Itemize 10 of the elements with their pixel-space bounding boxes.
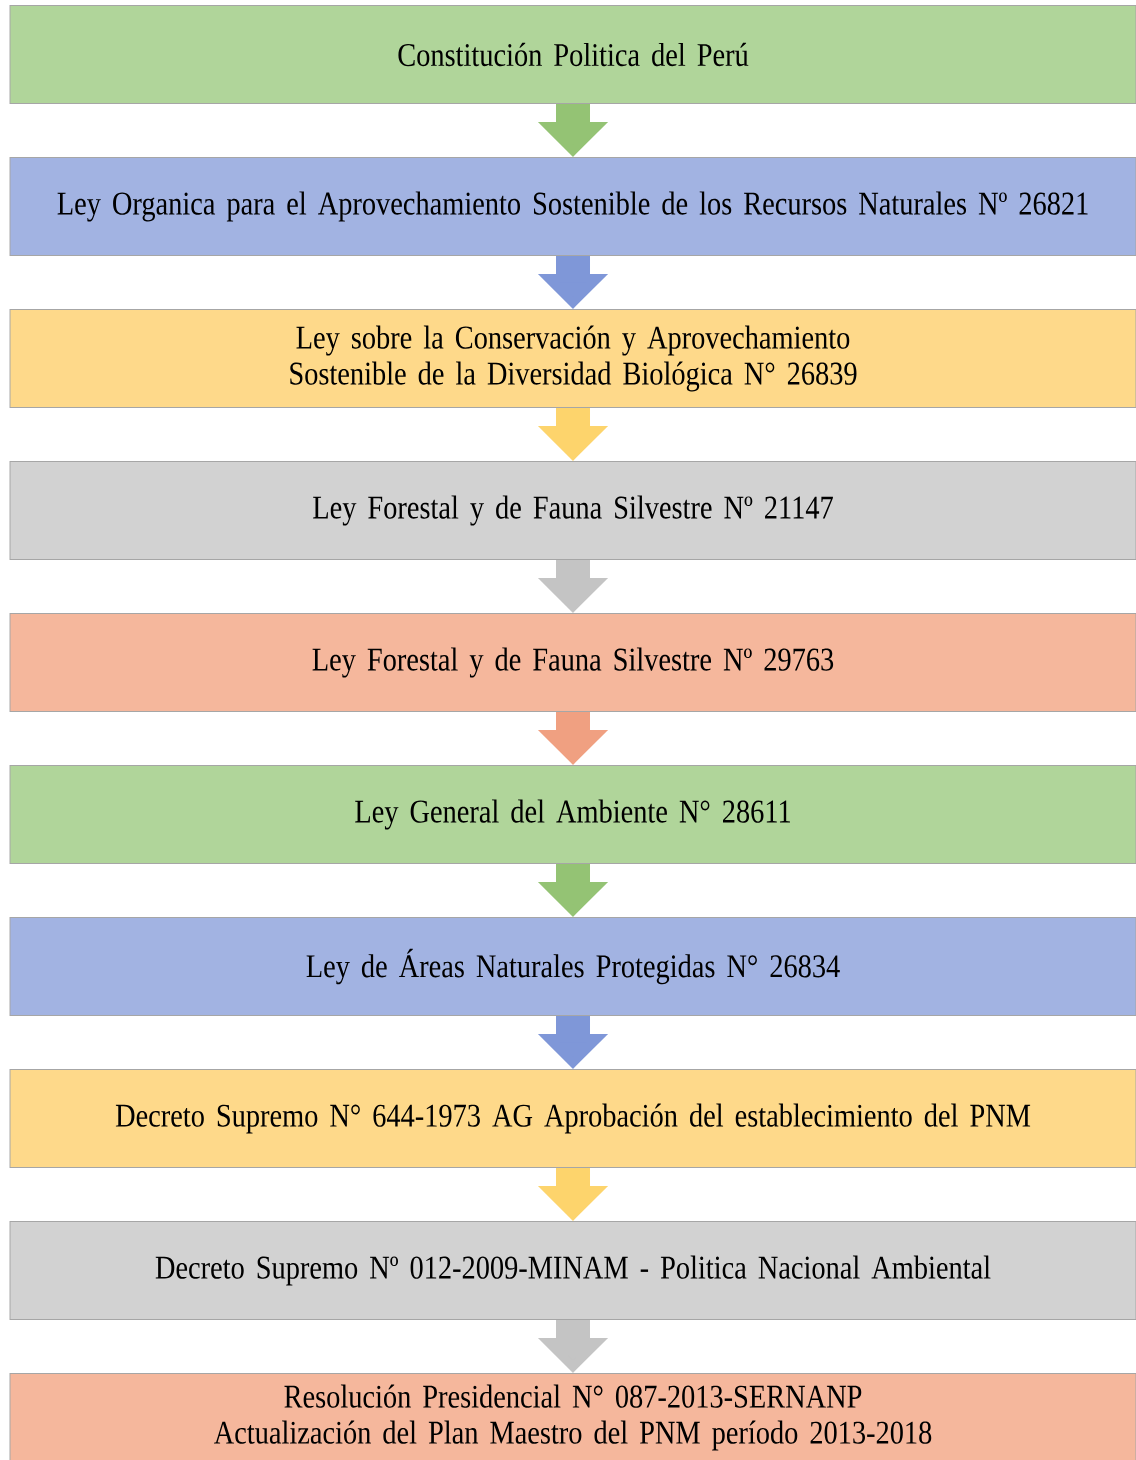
process-box: Ley de Áreas Naturales Protegidas N° 26834 xyxy=(9,917,1136,1016)
process-box: Ley sobre la Conservación y Aprovechamiento Sostenible de la Diversidad Biológica N° 26839 xyxy=(9,309,1136,408)
process-box: Ley Forestal y de Fauna Silvestre Nº 21147 xyxy=(9,461,1136,560)
process-box: Resolución Presidencial N° 087-2013-SERNANP Actualización del Plan Maestro del PNM período 2013-2018 xyxy=(9,1373,1136,1460)
process-box: Decreto Supremo Nº 012-2009-MINAM - Politica Nacional Ambiental xyxy=(9,1221,1136,1320)
process-box: Decreto Supremo N° 644-1973 AG Aprobación del establecimiento del PNM xyxy=(9,1069,1136,1168)
process-box: Constitución Politica del Perú xyxy=(9,5,1136,104)
process-box: Ley Forestal y de Fauna Silvestre Nº 29763 xyxy=(9,613,1136,712)
process-box: Ley Organica para el Aprovechamiento Sostenible de los Recursos Naturales Nº 26821 xyxy=(9,157,1136,256)
process-box: Ley General del Ambiente N° 28611 xyxy=(9,765,1136,864)
